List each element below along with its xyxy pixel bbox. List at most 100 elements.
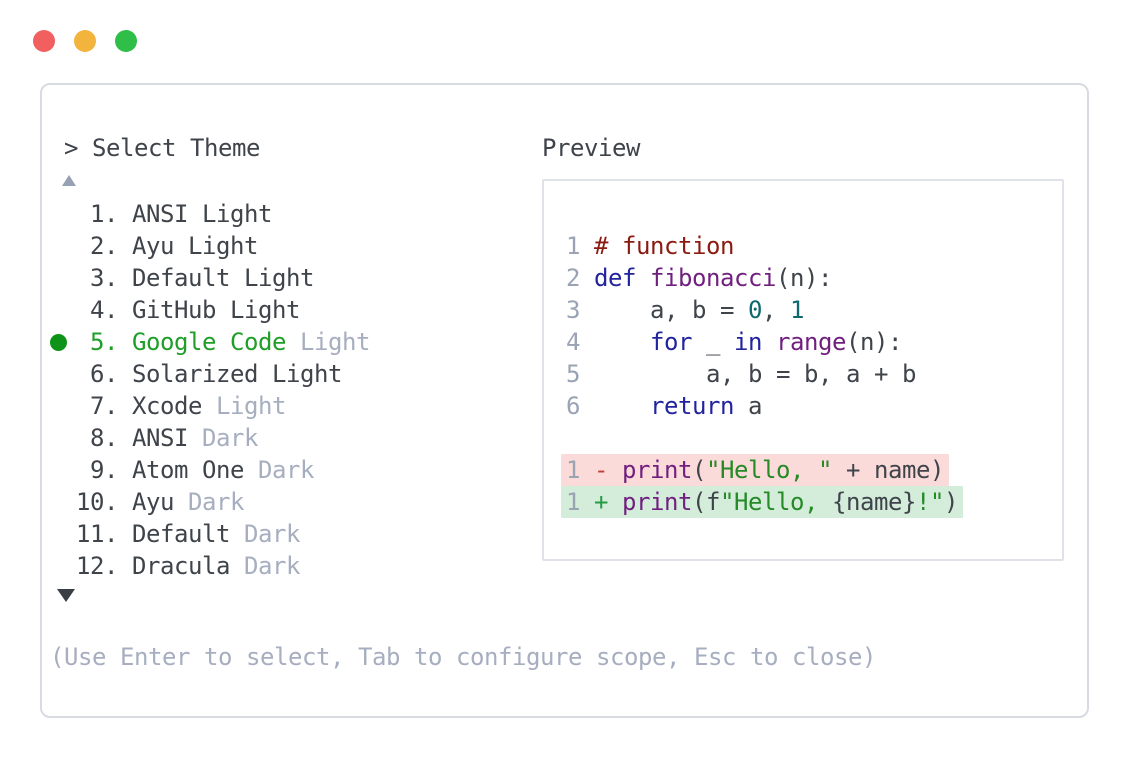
theme-name: Ayu bbox=[132, 488, 174, 516]
code-token: print bbox=[622, 456, 692, 484]
diff-highlight: 1 + print(f"Hello, {name}!") bbox=[561, 486, 963, 518]
theme-number: 7. bbox=[62, 392, 132, 420]
theme-option-3[interactable]: 3. Default Light bbox=[62, 262, 370, 294]
line-number: 4 bbox=[566, 328, 594, 356]
scroll-down-indicator-icon[interactable] bbox=[57, 589, 75, 602]
theme-picker-dialog: > Select Theme Preview 1. ANSI Light 2. … bbox=[40, 83, 1089, 718]
code-token: "Hello, bbox=[720, 488, 832, 516]
theme-number: 11. bbox=[62, 520, 132, 548]
whitespace bbox=[78, 134, 92, 162]
theme-name: Default bbox=[132, 520, 230, 548]
theme-number: 8. bbox=[62, 424, 132, 452]
scroll-up-indicator-icon[interactable] bbox=[62, 175, 76, 186]
code-token: def bbox=[594, 264, 636, 292]
theme-variant: Dark bbox=[230, 520, 300, 548]
line-number: 1 bbox=[566, 488, 594, 516]
theme-option-5[interactable]: 5. Google Code Light bbox=[50, 326, 370, 358]
code-token: a, b = bbox=[594, 296, 748, 324]
zoom-button[interactable] bbox=[115, 30, 137, 52]
theme-number: 6. bbox=[62, 360, 132, 388]
theme-variant: Dark bbox=[230, 552, 300, 580]
close-button[interactable] bbox=[33, 30, 55, 52]
theme-number: 10. bbox=[62, 488, 132, 516]
theme-name: Xcode bbox=[132, 392, 202, 420]
code-line: 2 def fibonacci(n): bbox=[566, 262, 963, 294]
code-line: 5 a, b = b, a + b bbox=[566, 358, 963, 390]
theme-name: Dracula bbox=[132, 552, 230, 580]
dialog-title-line: > Select Theme bbox=[64, 132, 260, 164]
diff-removed-line: 1 - print("Hello, " + name) bbox=[561, 454, 963, 486]
code-token: for bbox=[650, 328, 692, 356]
theme-variant: Light bbox=[202, 392, 286, 420]
diff-minus-sign: - bbox=[594, 456, 622, 484]
window-controls bbox=[33, 30, 137, 52]
theme-name: GitHub bbox=[132, 296, 216, 324]
theme-list: 1. ANSI Light 2. Ayu Light 3. Default Li… bbox=[50, 198, 370, 582]
diff-plus-sign: + bbox=[594, 488, 622, 516]
code-token: return bbox=[650, 392, 734, 420]
code-token: range bbox=[776, 328, 846, 356]
diff-highlight: 1 - print("Hello, " + name) bbox=[561, 454, 949, 486]
code-token: _ bbox=[692, 328, 734, 356]
code-line: 1 # function bbox=[566, 230, 963, 262]
theme-variant: Light bbox=[188, 200, 272, 228]
theme-number: 5. bbox=[62, 328, 132, 356]
theme-name: Atom One bbox=[132, 456, 244, 484]
minimize-button[interactable] bbox=[74, 30, 96, 52]
theme-name: ANSI bbox=[132, 424, 188, 452]
selected-bullet-icon bbox=[50, 334, 67, 351]
code-token: a bbox=[734, 392, 762, 420]
code-token: {name} bbox=[832, 488, 916, 516]
theme-variant: Dark bbox=[188, 424, 258, 452]
theme-number: 3. bbox=[62, 264, 132, 292]
code-token bbox=[594, 328, 650, 356]
preview-label: Preview bbox=[542, 134, 640, 162]
code-line: 4 for _ in range(n): bbox=[566, 326, 963, 358]
theme-option-11[interactable]: 11. Default Dark bbox=[62, 518, 370, 550]
line-number: 3 bbox=[566, 296, 594, 324]
code-line: 6 return a bbox=[566, 390, 963, 422]
theme-number: 9. bbox=[62, 456, 132, 484]
code-token: ) bbox=[944, 488, 958, 516]
theme-option-12[interactable]: 12. Dracula Dark bbox=[62, 550, 370, 582]
theme-option-2[interactable]: 2. Ayu Light bbox=[62, 230, 370, 262]
theme-variant: Dark bbox=[244, 456, 314, 484]
line-number: 1 bbox=[566, 456, 594, 484]
theme-name: ANSI bbox=[132, 200, 188, 228]
theme-number: 2. bbox=[62, 232, 132, 260]
code-token: ( bbox=[692, 456, 706, 484]
theme-option-9[interactable]: 9. Atom One Dark bbox=[62, 454, 370, 486]
theme-variant: Light bbox=[174, 232, 258, 260]
theme-name: Ayu bbox=[132, 232, 174, 260]
theme-number: 4. bbox=[62, 296, 132, 324]
dialog-title: Select Theme bbox=[92, 134, 260, 162]
theme-name: Solarized bbox=[132, 360, 258, 388]
code-token: a, b = b, a + b bbox=[594, 360, 916, 388]
code-token: "Hello, " bbox=[706, 456, 832, 484]
theme-option-8[interactable]: 8. ANSI Dark bbox=[62, 422, 370, 454]
code-token: , bbox=[762, 296, 790, 324]
code-token: # function bbox=[594, 232, 734, 260]
theme-option-7[interactable]: 7. Xcode Light bbox=[62, 390, 370, 422]
code-token: fibonacci bbox=[650, 264, 776, 292]
diff-added-line: 1 + print(f"Hello, {name}!") bbox=[561, 486, 963, 518]
code-token bbox=[594, 392, 650, 420]
code-token: + name) bbox=[832, 456, 944, 484]
theme-name: Google Code bbox=[132, 328, 286, 356]
theme-option-4[interactable]: 4. GitHub Light bbox=[62, 294, 370, 326]
theme-variant: Light bbox=[286, 328, 370, 356]
code-token: (n): bbox=[776, 264, 832, 292]
theme-variant: Dark bbox=[174, 488, 244, 516]
code-line: 3 a, b = 0, 1 bbox=[566, 294, 963, 326]
line-number: 1 bbox=[566, 232, 594, 260]
code-token: 0 bbox=[748, 296, 762, 324]
theme-option-6[interactable]: 6. Solarized Light bbox=[62, 358, 370, 390]
theme-option-10[interactable]: 10. Ayu Dark bbox=[62, 486, 370, 518]
theme-option-1[interactable]: 1. ANSI Light bbox=[62, 198, 370, 230]
theme-name: Default bbox=[132, 264, 230, 292]
theme-variant: Light bbox=[230, 264, 314, 292]
code-token: 1 bbox=[790, 296, 804, 324]
code-blank-line bbox=[566, 422, 963, 454]
line-number: 2 bbox=[566, 264, 594, 292]
